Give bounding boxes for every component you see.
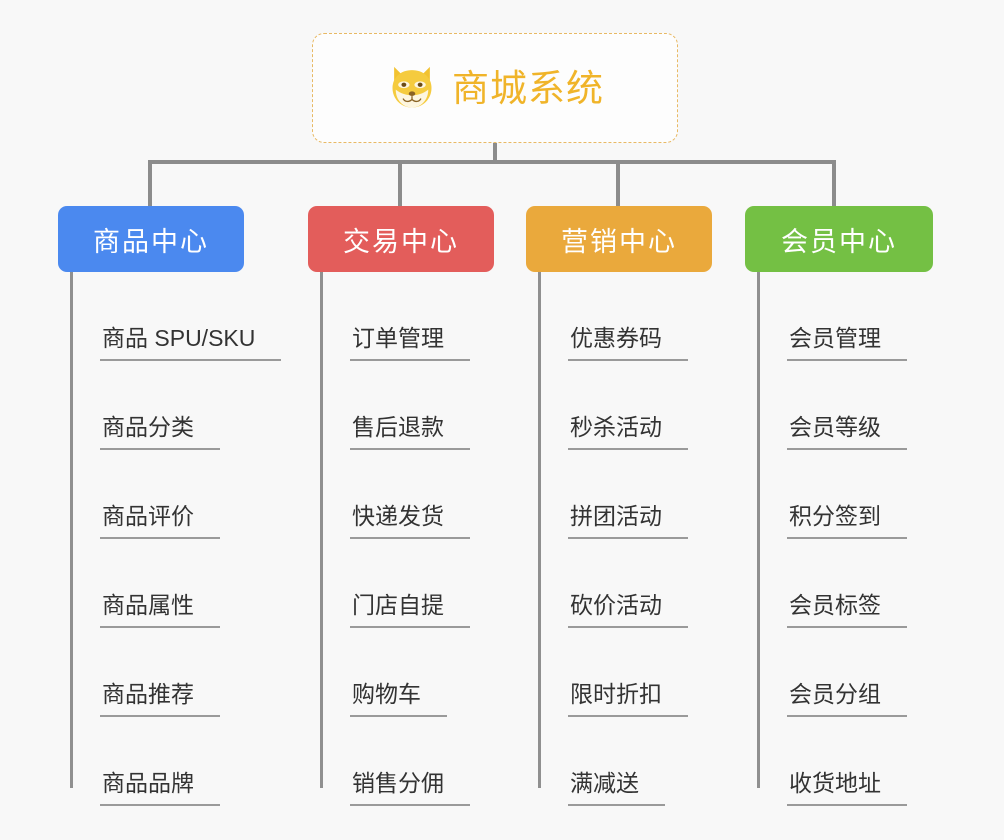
branch-header-3[interactable]: 营销中心	[526, 206, 712, 272]
branch-header-label: 会员中心	[781, 226, 897, 257]
leaf-label: 购物车	[350, 683, 447, 717]
leaf-label: 快递发货	[350, 505, 470, 539]
leaf-label: 订单管理	[350, 327, 470, 361]
branch-column-4: 会员中心 会员管理 会员等级 积分签到 会员标签 会员分组 收货地址	[745, 206, 933, 806]
leaf-label: 拼团活动	[568, 505, 688, 539]
leaf-item[interactable]: 满减送	[538, 717, 712, 806]
leaf-item[interactable]: 会员等级	[757, 361, 933, 450]
leaf-item[interactable]: 收货地址	[757, 717, 933, 806]
connector-drop-3	[616, 160, 620, 206]
branch-header-4[interactable]: 会员中心	[745, 206, 933, 272]
leaf-label: 限时折扣	[568, 683, 688, 717]
leaf-spine	[538, 272, 541, 788]
leaf-label: 商品属性	[100, 594, 220, 628]
leaf-label: 门店自提	[350, 594, 470, 628]
root-title: 商城系统	[452, 67, 604, 109]
leaf-item[interactable]: 商品 SPU/SKU	[70, 272, 282, 361]
leaf-item[interactable]: 商品属性	[70, 539, 244, 628]
leaf-label: 优惠券码	[568, 327, 688, 361]
branch-header-label: 交易中心	[343, 226, 459, 257]
leaf-item[interactable]: 商品品牌	[70, 717, 244, 806]
connector-bus	[148, 160, 836, 164]
leaf-spine	[320, 272, 323, 788]
leaf-item[interactable]: 商品推荐	[70, 628, 244, 717]
branch-header-2[interactable]: 交易中心	[308, 206, 494, 272]
leaf-label: 商品评价	[100, 505, 220, 539]
connector-drop-2	[398, 160, 402, 206]
leaf-item[interactable]: 门店自提	[320, 539, 494, 628]
leaf-item[interactable]: 砍价活动	[538, 539, 712, 628]
leaf-label: 商品 SPU/SKU	[100, 327, 282, 361]
leaf-list-4: 会员管理 会员等级 积分签到 会员标签 会员分组 收货地址	[757, 272, 933, 806]
branch-column-2: 交易中心 订单管理 售后退款 快递发货 门店自提 购物车 销售分佣	[308, 206, 494, 806]
leaf-item[interactable]: 销售分佣	[320, 717, 494, 806]
leaf-label: 会员标签	[787, 594, 907, 628]
leaf-label: 会员分组	[787, 683, 907, 717]
leaf-spine	[757, 272, 760, 788]
branch-column-1: 商品中心 商品 SPU/SKU 商品分类 商品评价 商品属性 商品推荐 商品品牌	[58, 206, 282, 806]
connector-drop-1	[148, 160, 152, 206]
leaf-label: 满减送	[568, 772, 665, 806]
leaf-item[interactable]: 会员管理	[757, 272, 933, 361]
leaf-item[interactable]: 会员标签	[757, 539, 933, 628]
connector-root-stem	[493, 143, 497, 164]
leaf-list-2: 订单管理 售后退款 快递发货 门店自提 购物车 销售分佣	[320, 272, 494, 806]
leaf-item[interactable]: 限时折扣	[538, 628, 712, 717]
leaf-item[interactable]: 会员分组	[757, 628, 933, 717]
leaf-label: 商品分类	[100, 416, 220, 450]
leaf-item[interactable]: 售后退款	[320, 361, 494, 450]
leaf-list-1: 商品 SPU/SKU 商品分类 商品评价 商品属性 商品推荐 商品品牌	[70, 272, 282, 806]
leaf-label: 会员等级	[787, 416, 907, 450]
branch-header-label: 商品中心	[93, 226, 209, 257]
leaf-item[interactable]: 购物车	[320, 628, 494, 717]
branch-header-label: 营销中心	[561, 226, 677, 257]
leaf-item[interactable]: 商品评价	[70, 450, 244, 539]
leaf-label: 商品推荐	[100, 683, 220, 717]
leaf-label: 销售分佣	[350, 772, 470, 806]
branch-column-3: 营销中心 优惠券码 秒杀活动 拼团活动 砍价活动 限时折扣 满减送	[526, 206, 712, 806]
branch-header-1[interactable]: 商品中心	[58, 206, 244, 272]
leaf-label: 商品品牌	[100, 772, 220, 806]
leaf-item[interactable]: 商品分类	[70, 361, 244, 450]
leaf-item[interactable]: 秒杀活动	[538, 361, 712, 450]
connector-drop-4	[832, 160, 836, 206]
leaf-item[interactable]: 拼团活动	[538, 450, 712, 539]
leaf-label: 砍价活动	[568, 594, 688, 628]
leaf-label: 积分签到	[787, 505, 907, 539]
leaf-item[interactable]: 优惠券码	[538, 272, 712, 361]
leaf-label: 会员管理	[787, 327, 907, 361]
leaf-label: 售后退款	[350, 416, 470, 450]
leaf-item[interactable]: 积分签到	[757, 450, 933, 539]
leaf-item[interactable]: 订单管理	[320, 272, 494, 361]
leaf-spine	[70, 272, 73, 788]
leaf-label: 收货地址	[787, 772, 907, 806]
leaf-item[interactable]: 快递发货	[320, 450, 494, 539]
leaf-list-3: 优惠券码 秒杀活动 拼团活动 砍价活动 限时折扣 满减送	[538, 272, 712, 806]
shiba-dog-emoji	[392, 66, 432, 108]
root-node[interactable]: 商城系统	[312, 33, 678, 143]
leaf-label: 秒杀活动	[568, 416, 688, 450]
